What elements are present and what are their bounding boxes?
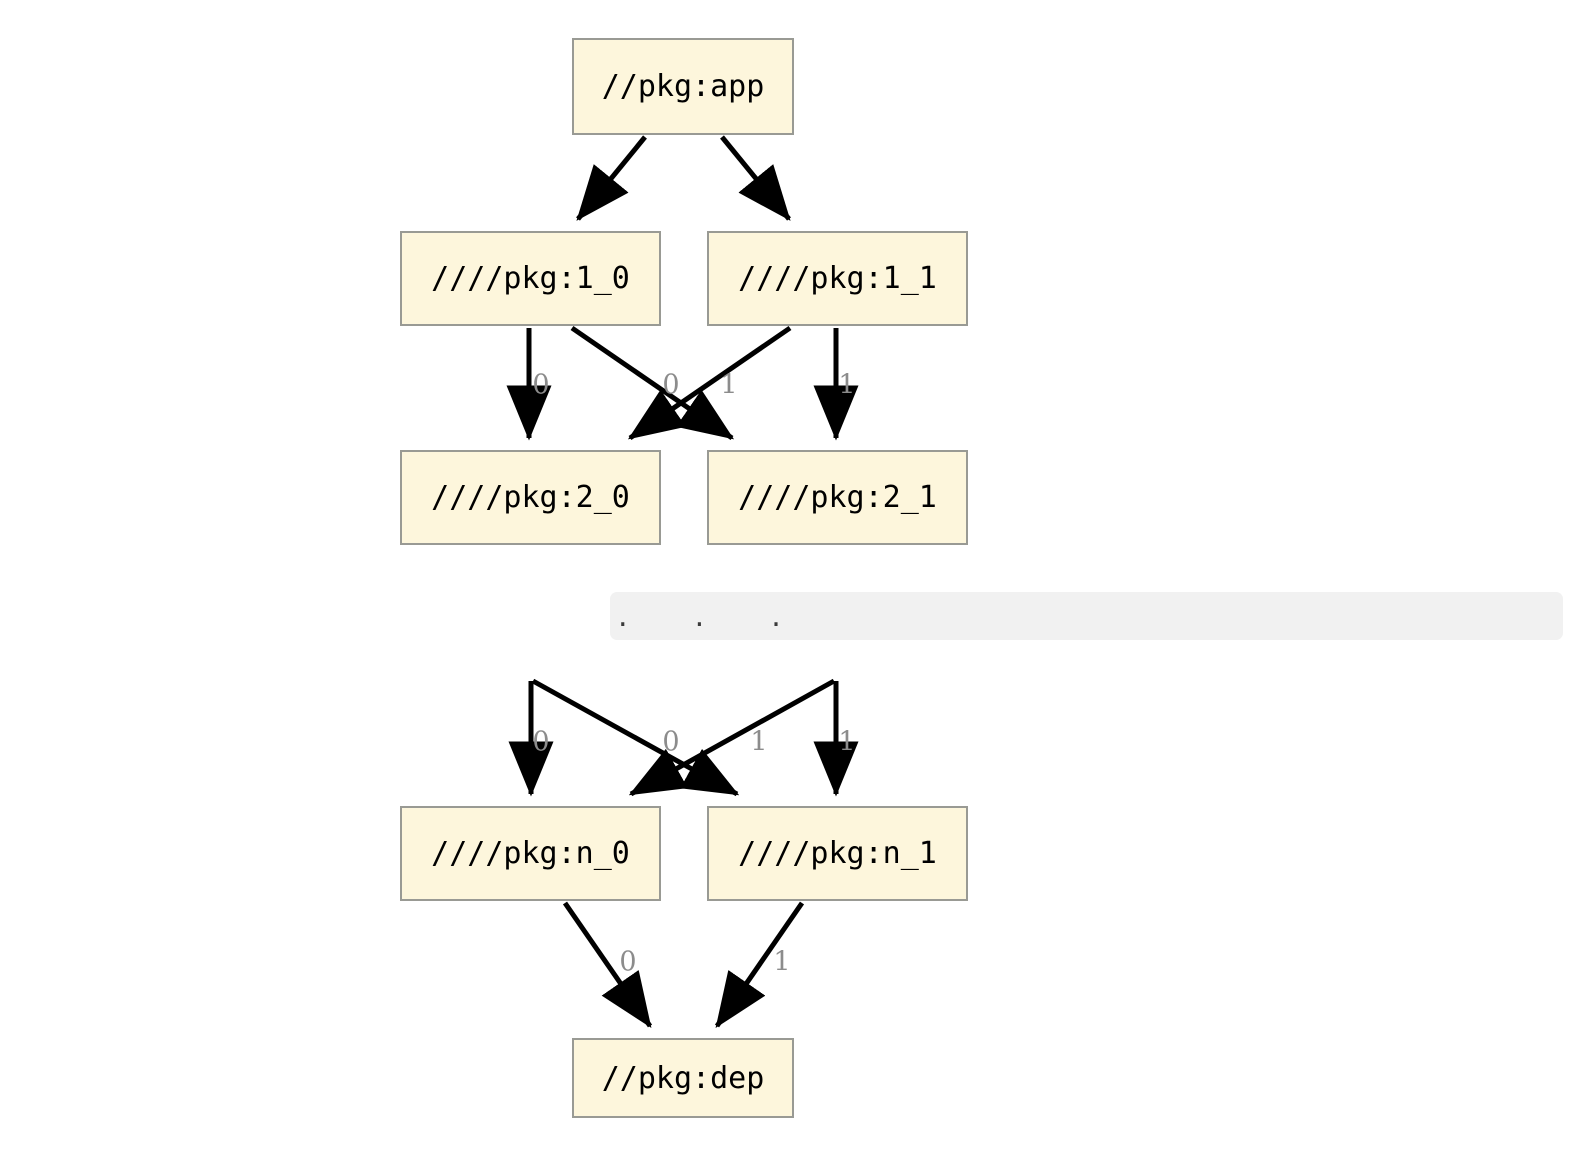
- node-label: ////pkg:2_1: [738, 480, 937, 515]
- edge-label-1_1-2_0: 1: [720, 369, 738, 401]
- node-label: //pkg:dep: [601, 1060, 765, 1096]
- edge-label-1_1-2_1: 1: [838, 369, 856, 401]
- node-1_1[interactable]: ////pkg:1_1: [707, 231, 968, 326]
- edge-app-to-1_0: [576, 135, 647, 221]
- edge-n_1-to-dep: [714, 901, 805, 1029]
- edge-1_1-to-2_0: [627, 325, 792, 441]
- ellipsis-dots: . . .: [618, 599, 797, 634]
- node-2_1[interactable]: ////pkg:2_1: [707, 450, 968, 545]
- node-dep[interactable]: //pkg:dep: [572, 1038, 794, 1118]
- edge-label-n_0-dep: 0: [619, 946, 637, 978]
- edge-above-to-n_1: [531, 678, 740, 797]
- edge-label-above-n_1-straight: 1: [838, 726, 856, 758]
- node-n_0[interactable]: ////pkg:n_0: [400, 806, 661, 901]
- node-2_0[interactable]: ////pkg:2_0: [400, 450, 661, 545]
- node-label: //pkg:app: [601, 69, 765, 104]
- node-label: ////pkg:1_1: [738, 261, 937, 296]
- edge-label-1_0-2_1: 0: [662, 369, 680, 401]
- node-label: ////pkg:n_0: [431, 836, 630, 871]
- node-label: ////pkg:n_1: [738, 836, 937, 871]
- ellipsis-separator: . . .: [610, 592, 1563, 640]
- node-label: ////pkg:2_0: [431, 480, 630, 515]
- edge-n_0-to-dep: [562, 901, 653, 1029]
- edge-label-above-n_0-cross: 1: [750, 726, 768, 758]
- node-n_1[interactable]: ////pkg:n_1: [707, 806, 968, 901]
- node-label: ////pkg:1_0: [431, 261, 630, 296]
- node-1_0[interactable]: ////pkg:1_0: [400, 231, 661, 326]
- edge-label-above-n_1: 0: [662, 726, 680, 758]
- edge-label-above-n_0: 0: [532, 726, 550, 758]
- edge-label-n_1-dep: 1: [773, 946, 791, 978]
- node-app[interactable]: //pkg:app: [572, 38, 794, 135]
- edge-app-to-1_1: [720, 135, 791, 221]
- edge-1_0-to-2_1: [570, 325, 735, 441]
- edge-above-to-n_0-cross: [628, 678, 836, 797]
- edge-label-1_0-2_0: 0: [532, 369, 550, 401]
